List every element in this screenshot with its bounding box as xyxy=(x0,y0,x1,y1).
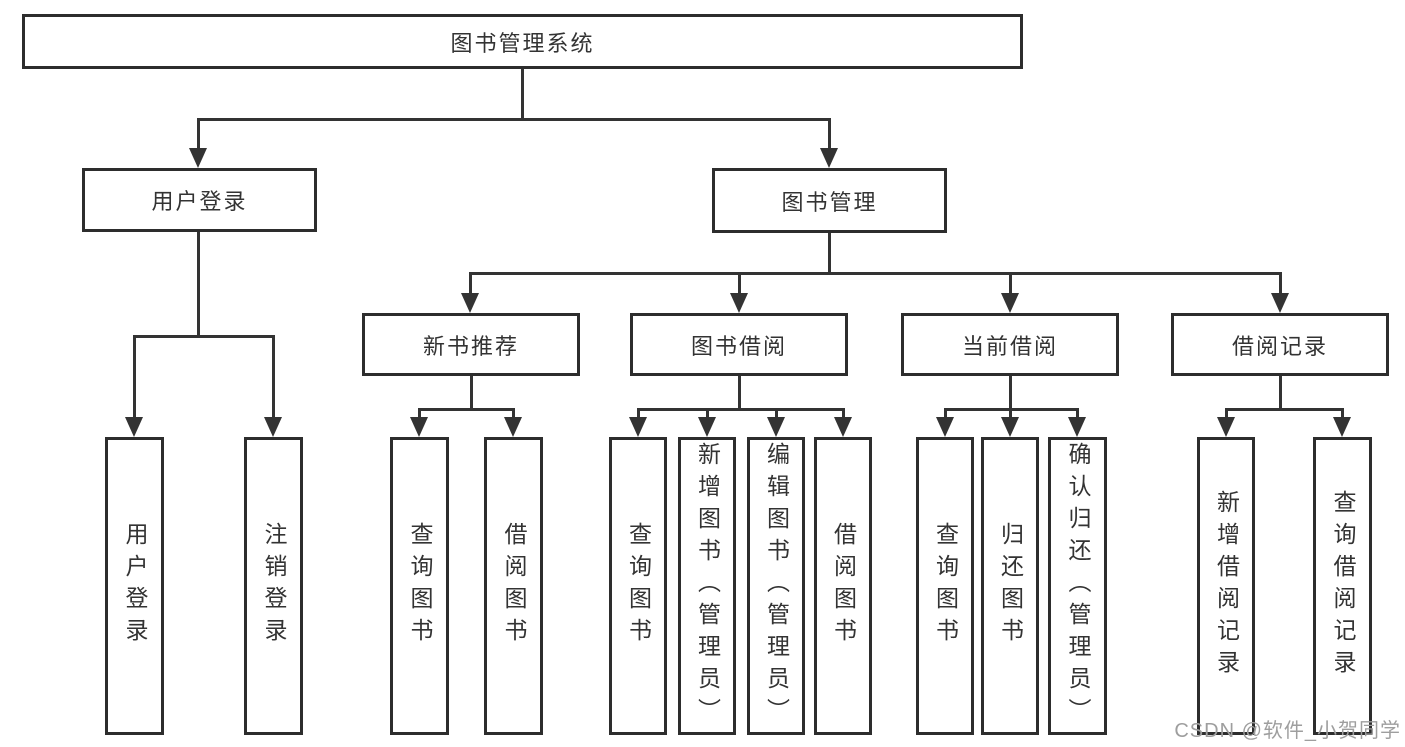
node-label: 新书推荐 xyxy=(422,333,519,359)
arrow-down-icon xyxy=(189,148,207,168)
connector-line-v xyxy=(197,118,200,152)
arrow-down-icon xyxy=(1271,293,1289,313)
connector-line-v xyxy=(469,272,472,293)
node-label: 图书管理系统 xyxy=(450,30,595,56)
arrow-down-icon xyxy=(820,148,838,168)
node-label: 用户登录 xyxy=(151,189,248,214)
arrow-down-icon xyxy=(629,417,647,437)
arrow-down-icon xyxy=(1333,417,1351,437)
connector-line-v xyxy=(1009,272,1012,293)
connector-line-v xyxy=(637,408,640,417)
node-label: 查询图书 xyxy=(625,522,652,650)
connector-line-v xyxy=(470,376,473,408)
leaf-return-book: 归还图书 xyxy=(981,437,1039,735)
connector-line-v xyxy=(738,376,741,408)
node-label: 当前借阅 xyxy=(961,333,1058,359)
connector-line-v xyxy=(1225,408,1228,417)
node-library-management-system: 图书管理系统 xyxy=(22,14,1023,69)
leaf-edit-book-admin: 编辑图书（管理员） xyxy=(747,437,805,735)
node-label: 图书管理 xyxy=(781,189,878,215)
connector-line-v xyxy=(1341,408,1344,417)
arrow-down-icon xyxy=(461,293,479,313)
node-label: 归还图书 xyxy=(997,522,1024,650)
connector-line-v xyxy=(944,408,947,417)
arrow-down-icon xyxy=(1068,417,1086,437)
connector-line-v xyxy=(512,408,515,417)
node-book-management: 图书管理 xyxy=(712,168,947,233)
leaf-query-books-recommend: 查询图书 xyxy=(390,437,449,735)
arrow-down-icon xyxy=(1001,417,1019,437)
leaf-add-borrow-record: 新增借阅记录 xyxy=(1197,437,1255,735)
connector-line-v xyxy=(133,335,136,417)
connector-line-v xyxy=(842,408,845,417)
connector-line-h xyxy=(418,408,515,411)
node-label: 借阅图书 xyxy=(830,522,857,650)
connector-line-v xyxy=(775,408,778,417)
connector-line-v xyxy=(1279,376,1282,408)
connector-line-v xyxy=(828,118,831,152)
node-user-login: 用户登录 xyxy=(82,168,317,232)
connector-line-h xyxy=(133,335,275,338)
arrow-down-icon xyxy=(1001,293,1019,313)
arrow-down-icon xyxy=(125,417,143,437)
leaf-logout-login: 注销登录 xyxy=(244,437,303,735)
node-new-book-recommend: 新书推荐 xyxy=(362,313,580,376)
connector-line-v xyxy=(521,69,524,118)
node-label: 图书借阅 xyxy=(690,333,787,359)
arrow-down-icon xyxy=(1217,417,1235,437)
connector-line-h xyxy=(1225,408,1343,411)
arrow-down-icon xyxy=(410,417,428,437)
leaf-query-borrow-record: 查询借阅记录 xyxy=(1313,437,1372,735)
node-label: 注销登录 xyxy=(261,522,287,650)
leaf-confirm-return-admin: 确认归还（管理员） xyxy=(1048,437,1107,735)
connector-line-h xyxy=(637,408,844,411)
leaf-query-books-current: 查询图书 xyxy=(916,437,974,735)
connector-line-v xyxy=(1009,408,1012,417)
node-label: 借阅图书 xyxy=(501,522,527,650)
connector-line-v xyxy=(738,272,741,293)
connector-line-h xyxy=(197,118,831,121)
connector-line-v xyxy=(1279,272,1282,293)
connector-line-v xyxy=(197,232,200,335)
node-borrow-records: 借阅记录 xyxy=(1171,313,1389,376)
connector-line-h xyxy=(469,272,1282,275)
arrow-down-icon xyxy=(698,417,716,437)
node-label: 新增图书（管理员） xyxy=(694,442,721,730)
arrow-down-icon xyxy=(730,293,748,313)
arrow-down-icon xyxy=(504,417,522,437)
node-label: 查询借阅记录 xyxy=(1330,490,1356,682)
node-label: 借阅记录 xyxy=(1231,333,1328,359)
node-label: 编辑图书（管理员） xyxy=(763,442,790,730)
connector-line-v xyxy=(828,233,831,272)
node-book-borrow: 图书借阅 xyxy=(630,313,848,376)
connector-line-v xyxy=(706,408,709,417)
node-current-borrow: 当前借阅 xyxy=(901,313,1119,376)
connector-line-v xyxy=(272,335,275,417)
arrow-down-icon xyxy=(767,417,785,437)
node-label: 用户登录 xyxy=(122,522,148,650)
node-label: 确认归还（管理员） xyxy=(1065,442,1091,730)
arrow-down-icon xyxy=(264,417,282,437)
node-label: 查询图书 xyxy=(407,522,433,650)
leaf-query-books-borrow: 查询图书 xyxy=(609,437,667,735)
leaf-borrow-books-recommend: 借阅图书 xyxy=(484,437,543,735)
connector-line-v xyxy=(1009,376,1012,408)
leaf-borrow-books: 借阅图书 xyxy=(814,437,872,735)
node-label: 查询图书 xyxy=(932,522,959,650)
arrow-down-icon xyxy=(834,417,852,437)
csdn-watermark: CSDN @软件_小贺同学 xyxy=(1174,720,1401,742)
arrow-down-icon xyxy=(936,417,954,437)
node-label: 新增借阅记录 xyxy=(1213,490,1240,682)
connector-line-v xyxy=(418,408,421,417)
leaf-add-book-admin: 新增图书（管理员） xyxy=(678,437,736,735)
leaf-user-login: 用户登录 xyxy=(105,437,164,735)
connector-line-v xyxy=(1076,408,1079,417)
